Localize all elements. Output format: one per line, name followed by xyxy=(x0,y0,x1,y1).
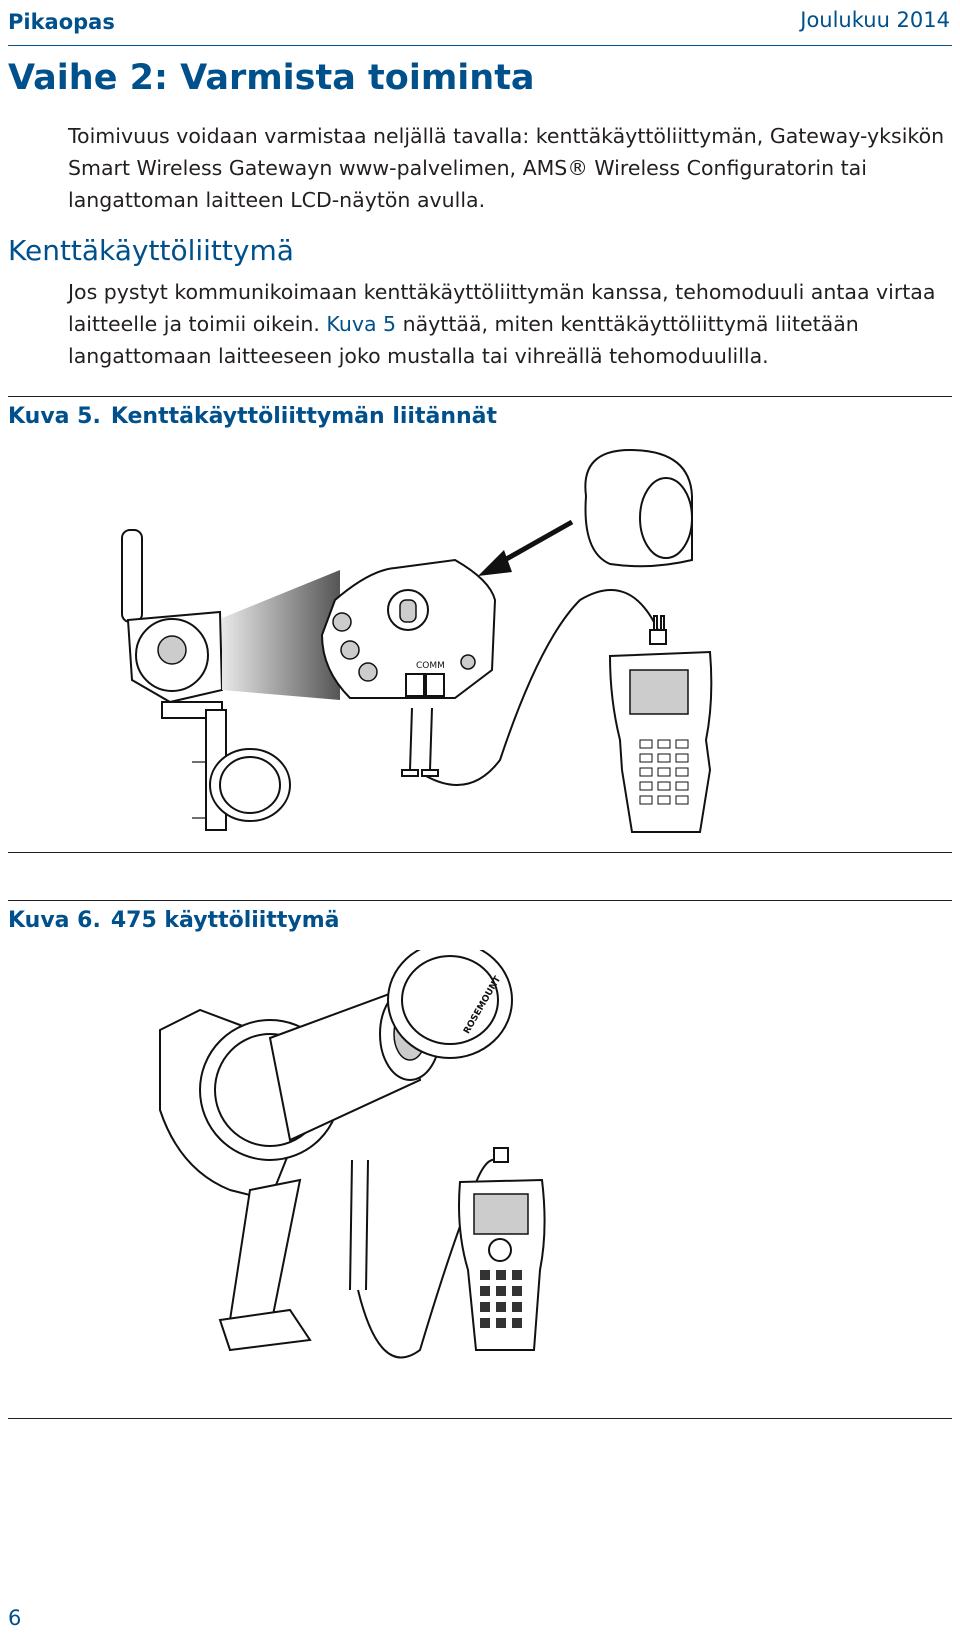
intro-paragraph: Toimivuus voidaan varmistaa neljällä tav… xyxy=(68,124,945,212)
section-paragraph: Jos pystyt kommunikoimaan kenttäkäyttöli… xyxy=(68,276,948,372)
figure-5-caption: Kuva 5. Kenttäkäyttöliittymän liitännät xyxy=(8,404,497,429)
figure-5-title: Kenttäkäyttöliittymän liitännät xyxy=(110,404,498,429)
header-doc-type: Pikaopas xyxy=(8,10,115,34)
figure-6-number: Kuva 6. xyxy=(8,908,101,933)
figure-5-number: Kuva 5. xyxy=(8,404,101,429)
mount-stand-icon xyxy=(228,1178,302,1332)
figure-5-link[interactable]: Kuva 5 xyxy=(326,312,397,336)
page-title: Vaihe 2: Varmista toiminta xyxy=(8,58,535,98)
comm-label: COMM xyxy=(416,661,445,671)
figure-6-bottom-rule xyxy=(8,1418,952,1419)
communicator-cable xyxy=(425,589,659,786)
figure-6-title: 475 käyttöliittymä xyxy=(110,908,340,933)
section-paragraph-text-1: Jos pystyt kommunikoimaan kenttäkäyttöli… xyxy=(68,280,936,336)
header-date: Joulukuu 2014 xyxy=(800,8,950,32)
magnify-beam xyxy=(222,570,340,700)
communicator-475-screen xyxy=(473,1193,529,1235)
pipe-icon xyxy=(209,748,291,822)
figure-6-illustration: ROSEMOUNT xyxy=(159,950,546,1359)
header-rule xyxy=(8,45,952,46)
figure-5-bottom-rule xyxy=(8,852,952,853)
figure-5-top-rule xyxy=(8,396,952,397)
page-number: 6 xyxy=(8,1606,22,1630)
section-paragraph-text-2: näyttää, miten kenttäkäyttöliittymä liit… xyxy=(68,312,859,368)
housing-cap-icon xyxy=(387,950,513,1059)
figure-5-illustration: COMM xyxy=(121,448,713,833)
communicator-screen xyxy=(629,669,689,715)
antenna-icon xyxy=(121,529,143,623)
section-heading: Kenttäkäyttöliittymä xyxy=(8,234,294,267)
figure-6-top-rule xyxy=(8,900,952,901)
figure-6-caption: Kuva 6. 475 käyttöliittymä xyxy=(8,908,339,933)
housing-cover-icon xyxy=(584,448,693,568)
communicator-cable xyxy=(357,1158,501,1359)
